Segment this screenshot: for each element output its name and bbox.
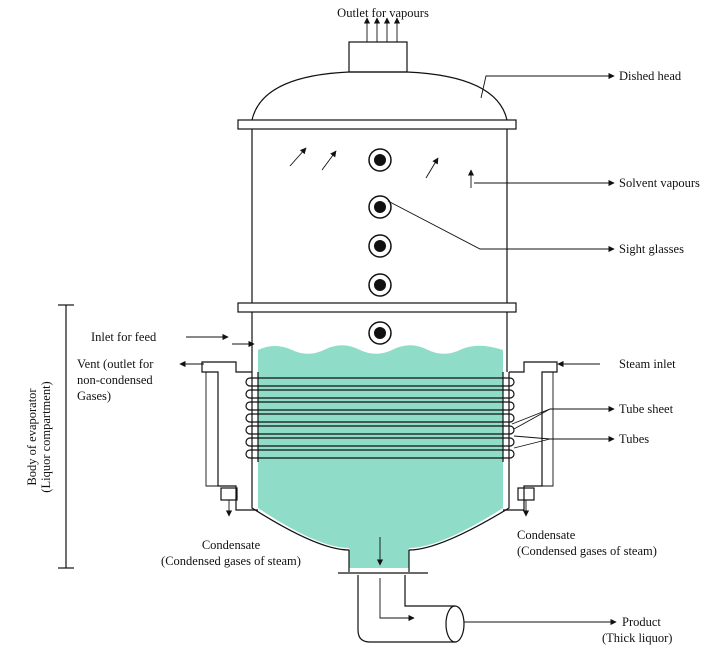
condensate-drain-right — [517, 487, 535, 517]
tube-bundle — [245, 377, 515, 459]
sight-glass-1 — [368, 148, 392, 172]
label-condensate-left-2: (Condensed gases of steam) — [161, 554, 301, 568]
liquid-level — [258, 345, 503, 372]
product-pipe — [357, 575, 465, 643]
steam-chest — [201, 361, 558, 511]
sight-glass-2 — [368, 195, 392, 219]
label-vent-line2: non-condensed — [77, 373, 153, 387]
label-body-line1: Body of evaporator — [25, 388, 39, 486]
label-condensate-right-1: Condensate — [517, 528, 576, 542]
label-sight-glasses: Sight glasses — [619, 242, 684, 256]
label-steam-inlet: Steam inlet — [619, 357, 676, 371]
label-condensate-left-1: Condensate — [202, 538, 261, 552]
dished-head — [237, 71, 517, 130]
sight-glass-4 — [368, 273, 392, 297]
label-tube-sheet: Tube sheet — [619, 402, 674, 416]
vapour-arrows — [289, 147, 475, 188]
sight-glasses — [368, 148, 392, 345]
sight-glass-3 — [368, 234, 392, 258]
label-vent-line3: Gases) — [77, 389, 111, 403]
label-inlet-feed: Inlet for feed — [91, 330, 157, 344]
label-solvent-vapours: Solvent vapours — [619, 176, 700, 190]
label-tubes: Tubes — [619, 432, 649, 446]
upper-shell — [237, 129, 517, 372]
vapour-outlet-nozzle — [348, 17, 408, 73]
label-condensate-right-2: (Condensed gases of steam) — [517, 544, 657, 558]
feed-inlet — [186, 333, 255, 348]
label-product-1: Product — [622, 615, 661, 629]
label-dished-head: Dished head — [619, 69, 682, 83]
conical-bottom — [251, 462, 510, 574]
label-body-line2: (Liquor compartment) — [39, 381, 53, 492]
label-product-2: (Thick liquor) — [602, 631, 672, 645]
leader-lines — [387, 72, 617, 626]
label-outlet-vapours: Outlet for vapours — [337, 6, 429, 20]
liquor — [258, 345, 503, 568]
body-bracket — [58, 304, 74, 569]
condensate-drain-left — [220, 487, 238, 517]
sight-glass-5 — [368, 321, 392, 345]
label-vent-line1: Vent (outlet for — [77, 357, 154, 371]
